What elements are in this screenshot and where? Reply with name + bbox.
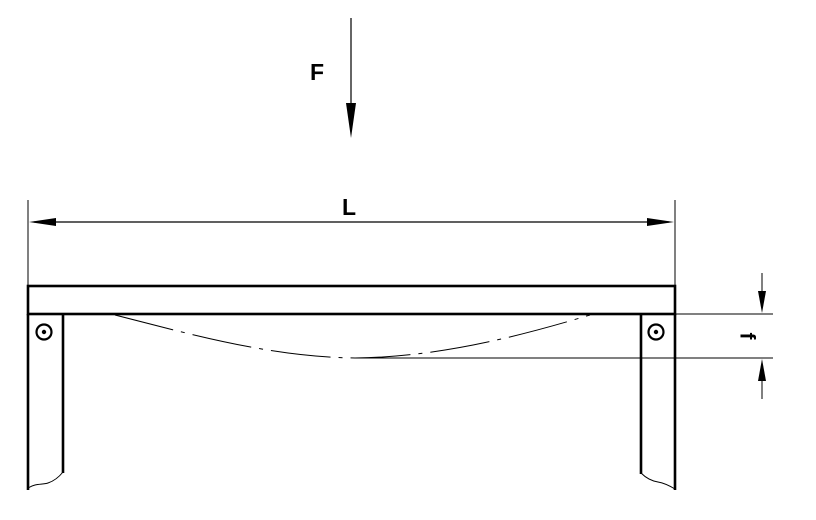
pin-joint-icon <box>35 323 53 341</box>
deflection-label: f <box>735 333 758 341</box>
arrow-down-icon <box>758 291 766 313</box>
arrow-up-icon <box>758 359 766 381</box>
arrow-left-icon <box>29 218 56 226</box>
pin-joint-icon <box>647 323 665 341</box>
deflection-curve <box>114 314 591 359</box>
deflection-dimension <box>355 273 773 399</box>
arrow-right-icon <box>647 218 674 226</box>
length-dimension <box>27 200 676 286</box>
left-support-post <box>26 314 65 490</box>
force-label: F <box>310 59 324 85</box>
beam <box>26 284 677 316</box>
force-arrow <box>346 18 356 138</box>
length-label: L <box>342 194 356 220</box>
right-support-post <box>639 314 677 490</box>
arrow-down-icon <box>346 103 356 138</box>
